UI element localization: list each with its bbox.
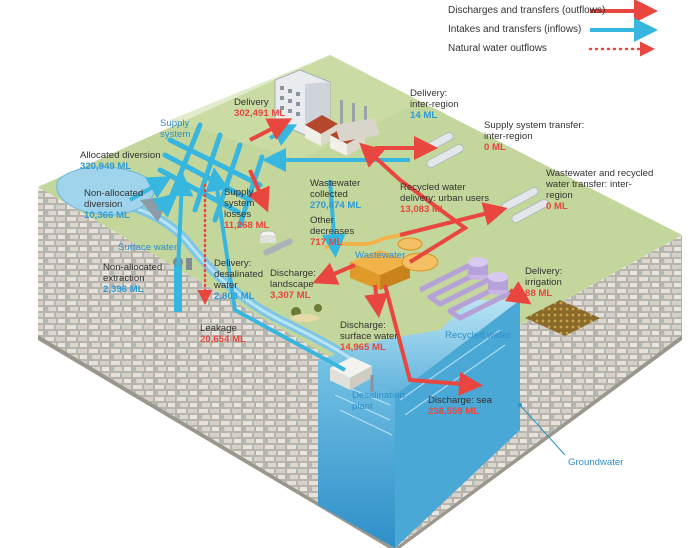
delivery-irrigation-label: Delivery: irrigation 88 ML (525, 266, 563, 299)
groundwater-label: Groundwater (568, 457, 624, 468)
discharge-landscape-label: Discharge: landscape 3,307 ML (270, 268, 316, 301)
landscape-trees-icon (291, 304, 322, 322)
other-decreases-pipe-icon (263, 238, 293, 256)
legend-outflows: Discharges and transfers (outflows) (448, 5, 606, 16)
recycled-water-plant-icon (418, 257, 512, 321)
wastewater-label: Wastewater (355, 250, 406, 261)
grass-surface (38, 55, 682, 395)
delivery-inter-region-label: Delivery: inter-region 14 ML (410, 88, 459, 121)
delivery-desalinated-label: Delivery: desalinated water 2,803 ML (214, 258, 264, 302)
non-allocated-extraction-label: Non-allocated extraction 2,396 ML (103, 262, 163, 295)
supply-system-transfer-label: Supply system transfer: inter-region 0 M… (484, 120, 585, 153)
discharge-surface-water-label: Discharge: surface water 14,965 ML (340, 320, 398, 353)
delivery-label: Delivery 302,491 ML (234, 97, 286, 119)
non-allocated-diversion-label: Non-allocated diversion 10,366 ML (84, 188, 144, 221)
irrigation-field-icon (525, 300, 600, 336)
legend-inflows: Intakes and transfers (inflows) (448, 24, 582, 35)
legend-natural: Natural water outflows (448, 43, 547, 54)
desalination-plant-label: Desalination plant (352, 390, 405, 412)
supply-system-label: Supply system (160, 118, 191, 140)
recycled-delivery-urban-label: Recycled water delivery: urban users 13,… (400, 182, 490, 215)
wastewater-collected-label: Wastewater collected 270,874 ML (310, 178, 362, 211)
desalination-plant-icon (330, 357, 374, 392)
outflow-arrows (247, 118, 532, 396)
supply-losses-tank-icon (259, 230, 277, 243)
leakage-label: Leakage 20,654 ML (200, 323, 246, 345)
recycled-water-label: Recycled water (445, 330, 511, 341)
legend-arrows (588, 0, 658, 57)
allocated-diversion-label: Allocated diversion 320,949 ML (80, 150, 161, 172)
discharge-sea-label: Discharge: sea 236,559 ML (428, 395, 492, 417)
surface-water-label: Surface water (118, 242, 178, 253)
groundwater-pointer (519, 404, 566, 456)
other-decreases-label: Other decreases 717 ML (310, 215, 355, 248)
wastewater-recycled-transfer-label: Wastewater and recycled water transfer: … (546, 168, 654, 212)
supply-system-losses-label: Supply system losses 11,268 ML (224, 187, 270, 231)
